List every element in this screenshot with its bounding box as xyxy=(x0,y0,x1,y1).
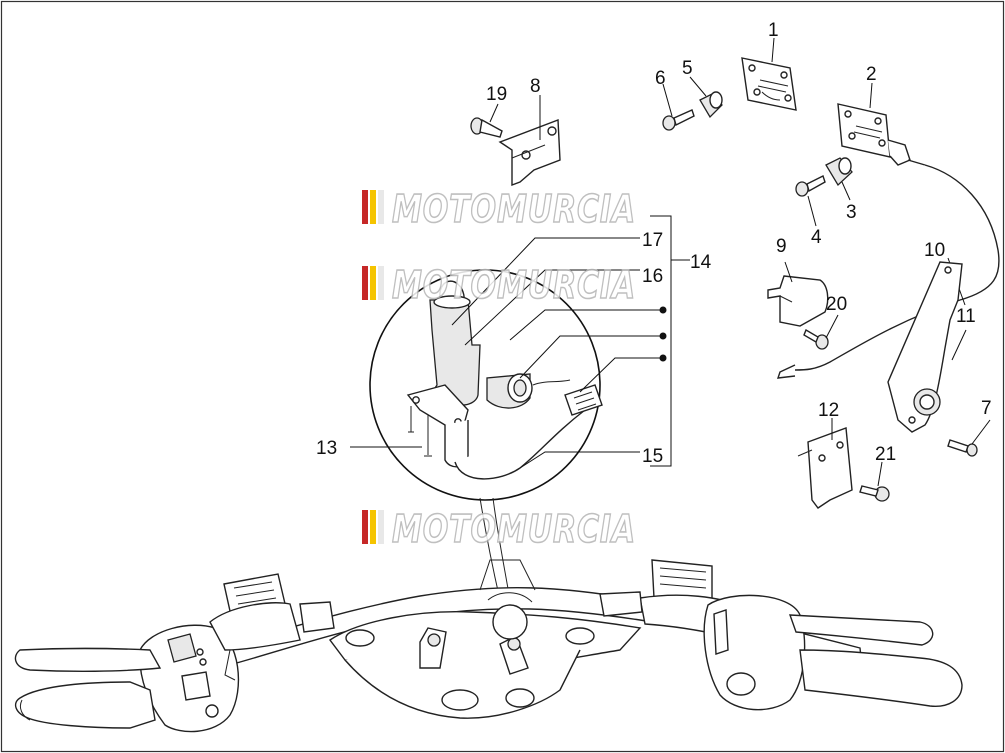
callout-17: 17 xyxy=(642,230,663,251)
screw-part-21 xyxy=(859,485,890,502)
watermark-1: MOTOMURCIA xyxy=(362,186,636,232)
connector-part xyxy=(564,384,603,416)
lock-cylinder-part xyxy=(406,295,481,468)
screw-part-7 xyxy=(947,439,978,457)
screw-part-13 xyxy=(408,406,432,457)
cable-part-10 xyxy=(776,159,1000,379)
spacer-part-3 xyxy=(825,157,853,187)
callout-6: 6 xyxy=(655,68,666,89)
watermark-text: MOTOMURCIA xyxy=(392,187,636,231)
hinge-part-2 xyxy=(837,103,911,166)
watermark-text: MOTOMURCIA xyxy=(392,263,636,307)
callout-14: 14 xyxy=(690,252,712,273)
screw-part-4 xyxy=(795,175,826,197)
callout-9: 9 xyxy=(776,236,787,257)
callout-8: 8 xyxy=(530,76,541,97)
detail-circle xyxy=(369,269,601,501)
callout-4: 4 xyxy=(811,227,822,248)
callout-11: 11 xyxy=(956,306,976,327)
screw-part-6 xyxy=(662,109,695,131)
callout-16: 16 xyxy=(642,266,663,287)
spacer-part-5 xyxy=(699,91,723,119)
handlebar-assembly xyxy=(14,559,963,733)
plate-part-12 xyxy=(797,427,853,509)
callout-1: 1 xyxy=(768,20,779,41)
bracket-part-8 xyxy=(498,119,561,187)
cable-15 xyxy=(454,409,586,480)
screw-part-19 xyxy=(470,117,503,138)
callout-2: 2 xyxy=(866,64,877,85)
callout-12: 12 xyxy=(818,400,839,421)
watermark-3: MOTOMURCIA xyxy=(362,506,636,552)
callout-21: 21 xyxy=(875,444,896,465)
watermark-text: MOTOMURCIA xyxy=(392,507,636,551)
callout-19: 19 xyxy=(486,84,507,105)
callout-10: 10 xyxy=(924,240,945,261)
group-bracket-14 xyxy=(650,215,690,467)
group-dots xyxy=(659,306,667,362)
watermark-2: MOTOMURCIA xyxy=(362,262,636,308)
callout-labels: 1 2 3 4 5 6 7 8 9 10 11 12 13 14 15 16 1… xyxy=(316,20,992,467)
callout-3: 3 xyxy=(846,202,857,223)
callout-13: 13 xyxy=(316,438,337,459)
antenna-ring-part xyxy=(486,373,571,409)
callout-20: 20 xyxy=(826,294,847,315)
callout-15: 15 xyxy=(642,446,663,467)
callout-5: 5 xyxy=(682,58,693,79)
hinge-part-1 xyxy=(741,57,797,111)
plate-part-9 xyxy=(767,275,829,327)
screw-part-20 xyxy=(803,328,829,350)
callout-7: 7 xyxy=(981,398,992,419)
detail-leaders xyxy=(350,237,663,469)
bracket-part-11 xyxy=(887,261,963,433)
